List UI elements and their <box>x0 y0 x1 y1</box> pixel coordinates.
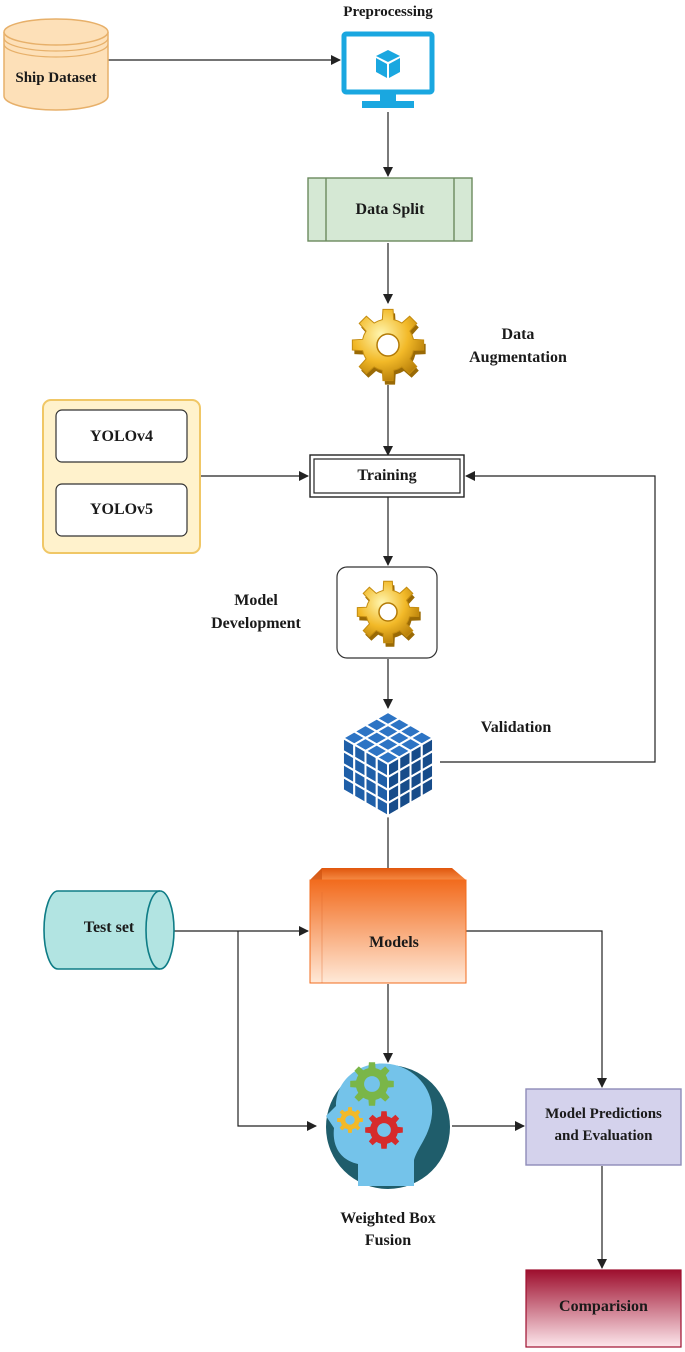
model-development-label-1: Model <box>234 592 278 609</box>
edge-validation-feedback <box>440 471 656 763</box>
brain-gears-icon <box>326 1062 450 1189</box>
validation-label: Validation <box>480 719 552 736</box>
model-development-label-2: Development <box>211 615 301 632</box>
test-set-label: Test set <box>83 919 135 936</box>
data-augmentation-label-1: Data <box>501 326 535 343</box>
wbf-label-2: Fusion <box>364 1232 412 1249</box>
model-predictions-node <box>525 1088 682 1166</box>
comparison-node <box>525 1269 682 1348</box>
yolov4-label: YOLOv4 <box>89 428 154 445</box>
edge-testset-to-wbf <box>237 931 317 1131</box>
data-split-label: Data Split <box>355 201 425 218</box>
data-split-node <box>307 177 473 242</box>
gear-icon <box>351 308 426 385</box>
yolo-group <box>42 399 201 554</box>
wbf-label-1: Weighted Box <box>340 1210 436 1227</box>
models-node <box>309 868 467 984</box>
comparison-label: Comparision <box>559 1298 648 1315</box>
training-label: Training <box>357 467 417 484</box>
preprocessing-label: Preprocessing <box>343 4 433 20</box>
ship-dataset-node <box>3 18 109 111</box>
ship-dataset-label: Ship Dataset <box>15 70 97 86</box>
cube-grid-icon <box>340 710 436 818</box>
model-predictions-label-2: and Evaluation <box>554 1128 653 1144</box>
monitor-icon <box>341 31 435 108</box>
connectors <box>108 55 656 1269</box>
models-label: Models <box>369 934 419 951</box>
data-augmentation-label-2: Augmentation <box>469 349 567 366</box>
yolov5-label: YOLOv5 <box>89 501 154 518</box>
training-node <box>309 454 465 498</box>
gear-icon <box>356 580 421 647</box>
model-predictions-label-1: Model Predictions <box>545 1106 662 1122</box>
test-set-node <box>43 890 175 970</box>
edge-models-to-predictions <box>466 930 607 1088</box>
